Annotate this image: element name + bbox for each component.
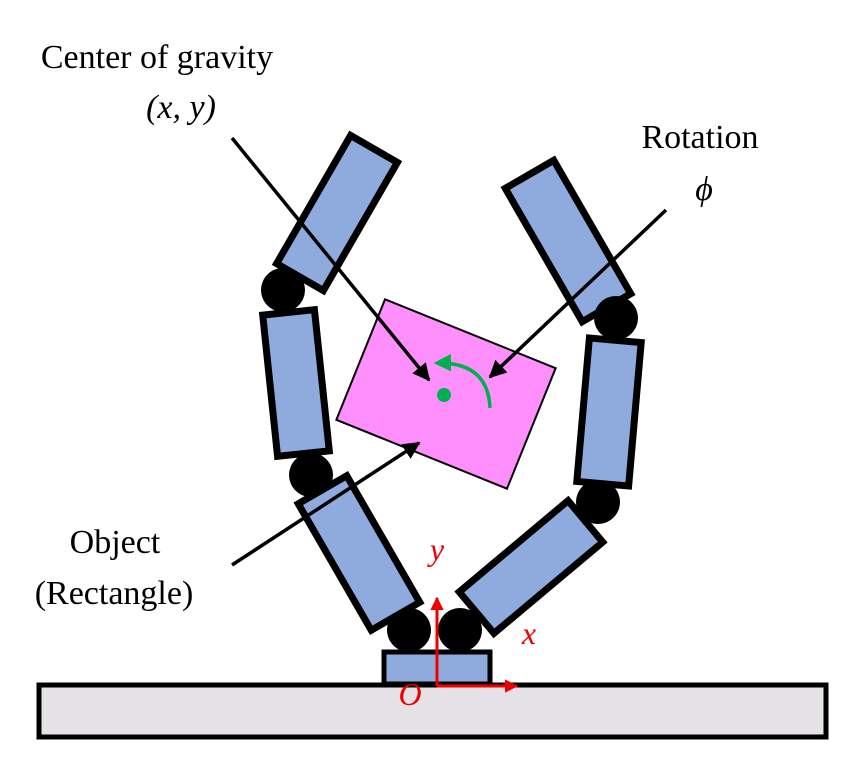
left-top-joint bbox=[261, 268, 305, 312]
left-finger-middle-link bbox=[258, 305, 334, 461]
right-finger-middle-link bbox=[573, 334, 645, 490]
right-middle-joint bbox=[576, 480, 620, 524]
left-base-joint bbox=[387, 608, 431, 652]
left-finger-bottom-link bbox=[293, 470, 425, 636]
cog-pointer-arrow bbox=[230, 136, 431, 382]
origin-label: O bbox=[398, 676, 421, 712]
object-title-label: Object bbox=[70, 524, 161, 561]
right-base-joint bbox=[438, 608, 482, 652]
right-finger-bottom-link bbox=[454, 495, 608, 639]
left-middle-joint bbox=[289, 453, 333, 497]
x-axis-label: x bbox=[521, 615, 536, 651]
cog-title-label: Center of gravity bbox=[41, 39, 273, 76]
y-axis-label: y bbox=[427, 531, 445, 567]
center-of-gravity-dot bbox=[437, 388, 451, 402]
rotation-title-label: Rotation bbox=[641, 119, 758, 156]
rotation-symbol-label: ϕ bbox=[695, 171, 713, 208]
cog-vars-label: (x, y) bbox=[146, 89, 216, 126]
floor bbox=[36, 682, 829, 740]
rotation-pointer-arrow bbox=[488, 208, 668, 379]
rotation-arrow bbox=[433, 353, 492, 409]
object-pointer-arrow bbox=[231, 441, 421, 567]
object-sub-label: (Rectangle) bbox=[35, 575, 194, 612]
right-top-joint bbox=[594, 296, 638, 340]
